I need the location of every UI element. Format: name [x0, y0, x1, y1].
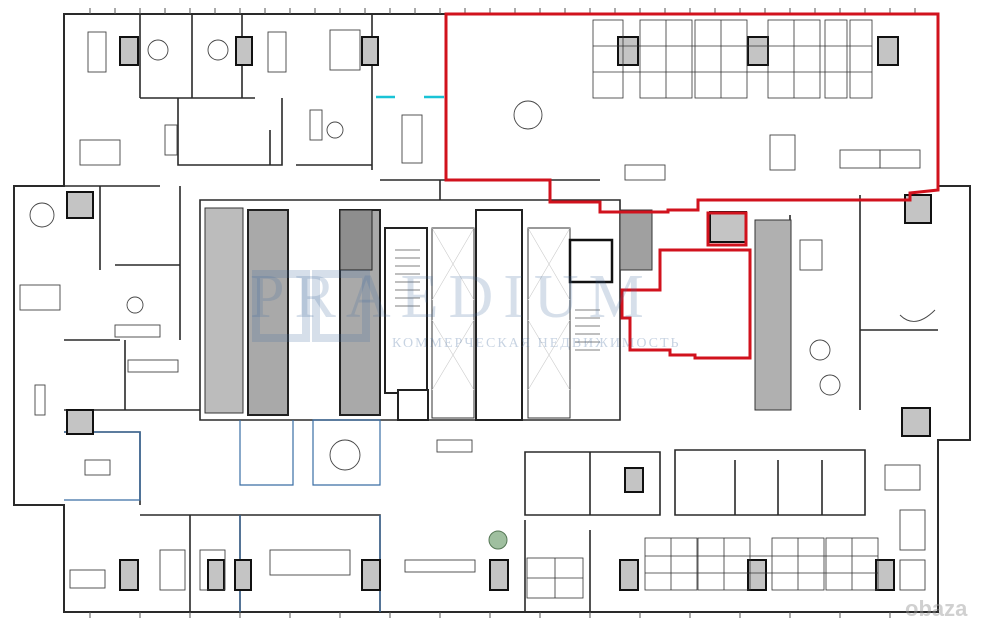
- workstations: [526, 19, 879, 599]
- furniture: [19, 29, 936, 591]
- highlight-outline: [444, 12, 940, 360]
- building-core: [204, 207, 792, 421]
- shafts: [66, 36, 932, 591]
- plant-icon: [488, 530, 508, 550]
- window-mullions: [89, 8, 916, 618]
